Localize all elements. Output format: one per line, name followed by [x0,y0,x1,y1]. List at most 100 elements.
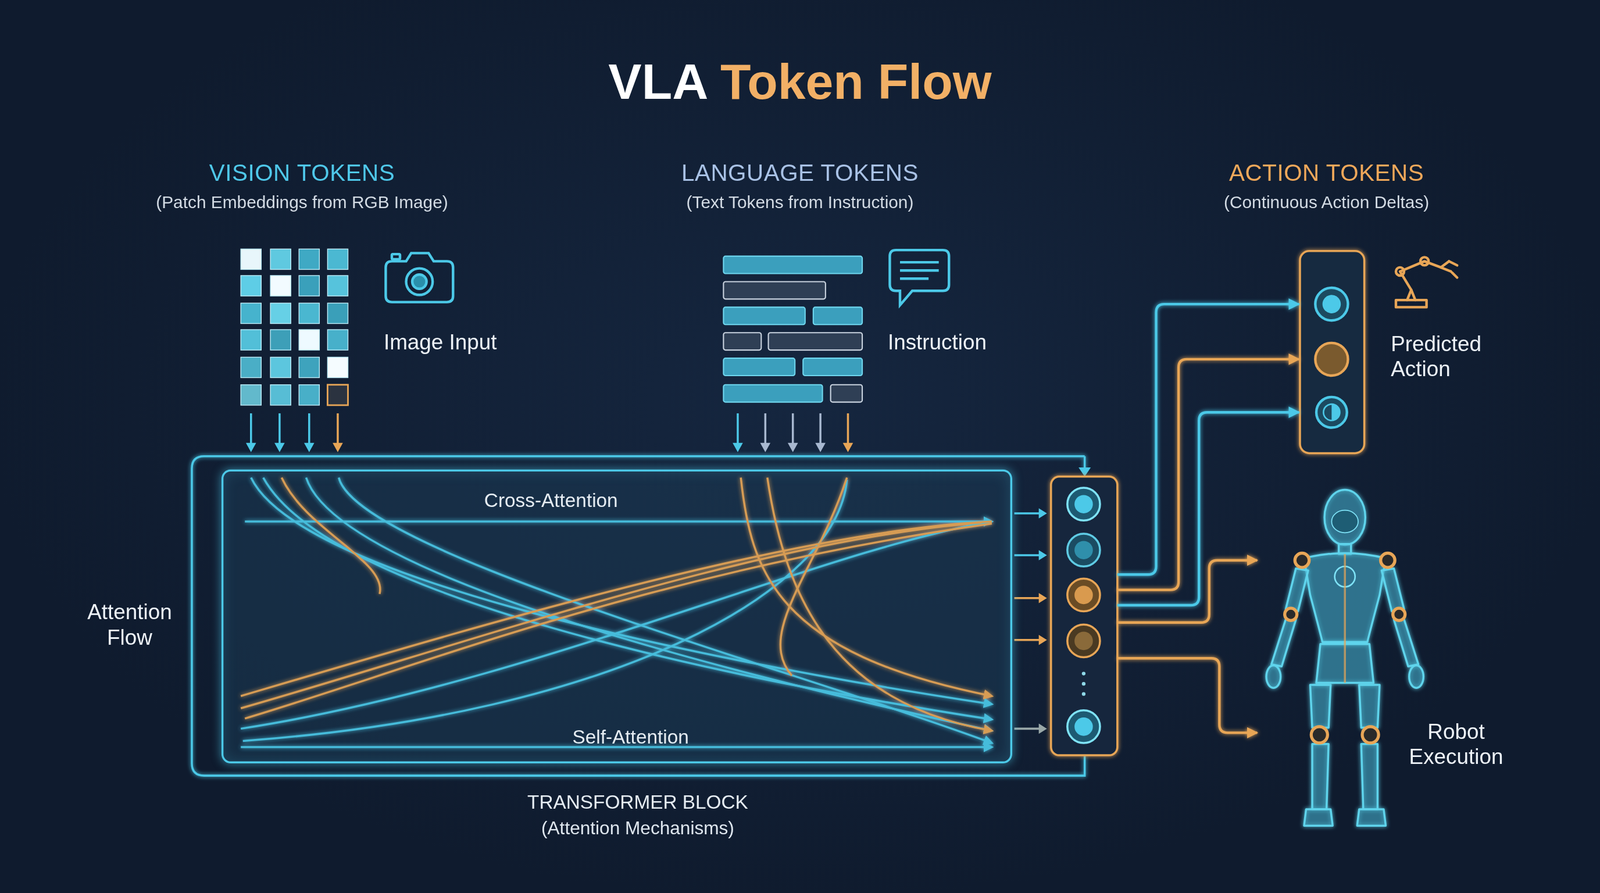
patch-grid-part [240,248,262,270]
robot-arm-icon-part [1440,261,1457,278]
patch-grid-part [298,302,320,324]
transformer-block-part-part [1074,631,1094,651]
patch-grid-part [240,356,262,378]
input-label: Image Input [383,329,498,355]
transformer-block-part-part-part [1014,597,1042,600]
section-heading: ACTION TOKENS [1229,159,1424,188]
text-token-bars-part [723,384,823,403]
robot-figure-part-part-part [1311,726,1328,744]
patch-grid [240,248,348,406]
patch-grid-part [327,302,348,324]
node-text: (Attention Mechanisms) [541,817,735,840]
text-token-bars-part [813,306,863,325]
language-arrows-part [760,443,771,453]
patch-grid-part [270,275,291,296]
attention-curves-part-part-part [240,521,992,729]
diagram-title: VLA Token Flow [608,51,992,112]
transformer-block-part-part-part [1014,554,1042,557]
text-token-bars-part [723,281,826,299]
transformer-block-part-part [1074,540,1094,560]
language-arrows-part [791,413,795,445]
transformer-block-part-part-part [1014,638,1042,642]
text-token-bars-part [802,358,863,376]
node-text: Cross-Attention [484,489,619,513]
text-token-bars [723,256,863,403]
robot-figure-part-part [1284,552,1406,744]
transformer-block-part-part [1067,533,1100,567]
robot-figure-part-part-part [1284,608,1298,621]
robot-arm-icon-part [1406,290,1416,301]
transformer-block-part-part [191,456,1085,776]
attention-box: Cross-AttentionSelf-Attention [221,469,1013,764]
camera-icon [385,252,453,302]
chat-icon-part [900,261,939,264]
robot-figure-part-part [1331,510,1359,534]
vision-arrows-part [304,443,315,453]
robot-figure-part-part [1343,554,1346,683]
patch-grid-part [298,356,320,378]
robot-figure-part-part-part [1310,684,1331,728]
attention-curves-part-part-part [240,522,982,709]
patch-grid-part [270,356,291,378]
transformer-block-part-part [1074,586,1094,605]
transformer-block-part-part [1081,671,1086,675]
vision-arrows-part [278,413,281,445]
predicted-action-box-part-part [1331,404,1340,421]
predicted-action-box-part-part [1322,294,1342,314]
connector-arrow [1117,412,1299,606]
patch-grid-part [298,329,320,350]
robot-arm-icon-part [1420,256,1429,266]
robot-figure-part-part-part [1359,684,1380,728]
text-token-bars-part [830,384,863,403]
predicted-action-box-part-part [1316,397,1348,428]
transformer-block-part-part [1078,467,1091,477]
node-text: Robot Execution [1400,718,1513,770]
robot-figure-part-part-part [1294,552,1310,568]
transformer-block-part-part [1081,681,1086,686]
language-arrows-part [736,413,739,445]
robot-figure-part-part-part [1266,665,1281,689]
transformer-block-part-part [1074,494,1094,514]
transformer-block-part-part-part [1038,550,1048,561]
robot-figure-part-part-part [1304,809,1333,826]
attention-curves-part-part-part [240,521,992,696]
predicted-action-box-part-part [1315,287,1348,321]
camera-icon-part [412,274,427,289]
robot-figure-part-part-part [1393,608,1406,621]
text-token-bars-part [723,306,805,325]
chat-icon-part [900,269,939,272]
transformer-block-part-part-part [1014,512,1042,515]
language-arrows-part [847,413,850,445]
vision-arrows-part [332,443,344,453]
language-arrows-part [764,413,767,445]
attention-curves-part-part-part [306,477,992,731]
patch-grid-part [327,275,348,296]
vision-arrows-part [250,413,253,445]
attention-curves-part-part-part [281,477,380,595]
transformer-block-part-part-part [1038,593,1048,604]
vision-arrows-part [245,443,257,453]
transformer-block-part-part [1067,487,1100,521]
predicted-action-box: Predicted Action [1298,250,1509,455]
robot-figure-part-part-part [1356,809,1386,826]
attention-curves-part-part-part [263,477,992,720]
patch-grid-part [327,248,348,270]
section-subtitle: (Text Tokens from Instruction) [686,192,914,214]
node-text: TRANSFORMER BLOCK [527,791,749,816]
node-text: Predicted Action [1390,330,1503,382]
section-heading: LANGUAGE TOKENS [681,159,919,188]
connector-arrow [1117,639,1257,642]
attention-curves-part-part-part [251,477,992,705]
robot-figure: Robot Execution [1256,482,1513,840]
patch-grid-part [298,384,320,406]
robot-arm-icon-part [1395,267,1405,276]
language-arrows-part [815,443,826,453]
patch-grid-part [298,275,320,296]
section-subtitle: (Patch Embeddings from RGB Image) [155,192,448,214]
robot-arm-icon-part [1400,261,1441,290]
vision-arrows-part [336,413,339,445]
transformer-block: TRANSFORMER BLOCK(Attention Mechanisms) C… [191,456,1118,845]
